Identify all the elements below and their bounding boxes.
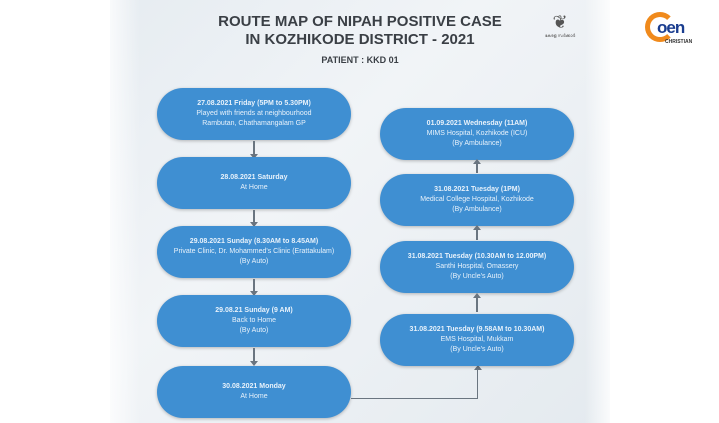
arrow-down-icon	[250, 210, 258, 227]
arrow-up-icon	[473, 293, 481, 312]
kerala-emblem-icon: ❦കേരള സർക്കാർ	[540, 12, 580, 50]
step-mode: (By Uncle's Auto)	[450, 346, 504, 353]
step-place: Played with friends at neighbourhood	[196, 110, 312, 117]
step-date: 27.08.2021 Friday (5PM to 5.30PM)	[197, 100, 311, 107]
emblem-symbol: ❦	[552, 12, 568, 32]
arrow-up-icon	[474, 365, 482, 399]
route-step: 29.08.21 Sunday (9 AM) Back to Home (By Au…	[157, 295, 351, 347]
title-line-1: ROUTE MAP OF NIPAH POSITIVE CASE	[218, 13, 502, 30]
fade-right	[585, 0, 615, 423]
arrow-down-icon	[250, 348, 258, 366]
arrow-up-icon	[473, 225, 481, 240]
step-place: Santhi Hospital, Omassery	[435, 263, 519, 270]
step-place: Medical College Hospital, Kozhikode	[420, 196, 534, 203]
step-date: 31.08.2021 Tuesday (9.58AM to 10.30AM)	[409, 326, 545, 333]
step-place: MIMS Hospital, Kozhikode (ICU)	[426, 130, 528, 137]
logo-caption: CHRISTIAN	[665, 39, 693, 45]
page-title: ROUTE MAP OF NIPAH POSITIVE CASE IN KOZH…	[210, 13, 510, 49]
emblem-caption: കേരള സർക്കാർ	[544, 33, 576, 38]
connector-line	[351, 398, 478, 399]
step-mode: (By Auto)	[239, 258, 269, 265]
route-step: 31.08.2021 Tuesday (9.58AM to 10.30AM) EM…	[380, 314, 574, 366]
route-step: 30.08.2021 Monday At Home	[157, 366, 351, 418]
step-date: 29.08.2021 Sunday (8.30AM to 8.45AM)	[189, 238, 319, 245]
route-step: 27.08.2021 Friday (5PM to 5.30PM) Played …	[157, 88, 351, 140]
step-place: EMS Hospital, Mukkam	[440, 336, 514, 343]
step-date: 31.08.2021 Tuesday (1PM)	[434, 186, 520, 193]
step-place: Back to Home	[232, 317, 276, 324]
step-mode: (By Auto)	[239, 327, 269, 334]
step-date: 28.08.2021 Saturday	[220, 174, 288, 181]
logo-mark: oen	[657, 18, 685, 37]
arrow-up-icon	[473, 159, 481, 173]
route-step: 01.09.2021 Wednesday (11AM) MIMS Hospital…	[380, 108, 574, 160]
logo-ring-icon	[645, 12, 675, 42]
step-place: Private Clinic, Dr. Mohammed's Clinic (E…	[173, 248, 335, 255]
step-date: 01.09.2021 Wednesday (11AM)	[426, 120, 528, 127]
step-date: 30.08.2021 Monday	[222, 383, 286, 390]
route-step: 31.08.2021 Tuesday (1PM) Medical College …	[380, 174, 574, 226]
arrow-down-icon	[250, 141, 258, 159]
route-step: 29.08.2021 Sunday (8.30AM to 8.45AM) Priv…	[157, 226, 351, 278]
patient-label: PATIENT : KKD 01	[321, 55, 399, 65]
route-step: 31.08.2021 Tuesday (10.30AM to 12.00PM) S…	[380, 241, 574, 293]
step-mode: Rambutan, Chathamangalam GP	[202, 120, 306, 127]
fade-left	[100, 0, 140, 423]
arrow-down-icon	[250, 279, 258, 296]
step-mode: (By Uncle's Auto)	[450, 273, 504, 280]
title-line-2: IN KOZHIKODE DISTRICT - 2021	[245, 31, 475, 48]
step-place: At Home	[240, 393, 268, 400]
route-step: 28.08.2021 Saturday At Home	[157, 157, 351, 209]
step-place: At Home	[240, 184, 268, 191]
step-date: 29.08.21 Sunday (9 AM)	[215, 307, 293, 314]
step-mode: (By Ambulance)	[452, 206, 502, 213]
step-mode: (By Ambulance)	[452, 140, 502, 147]
step-date: 31.08.2021 Tuesday (10.30AM to 12.00PM)	[407, 253, 547, 260]
